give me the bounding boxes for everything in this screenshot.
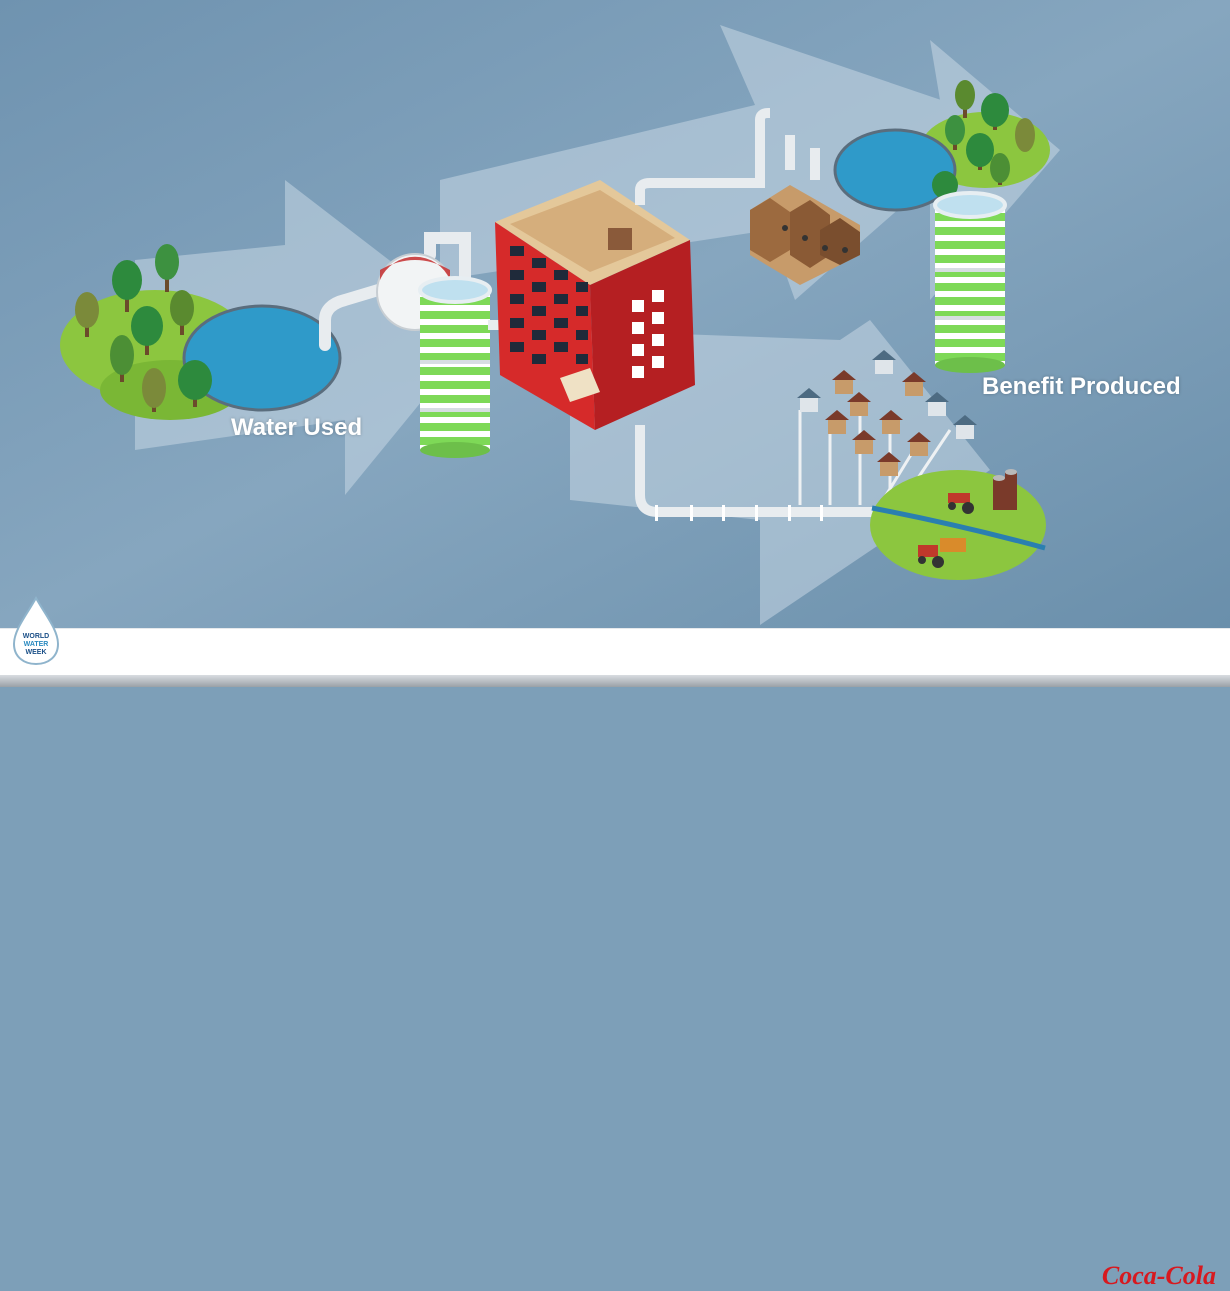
storage-tank-left [418, 276, 492, 458]
inlet-pipe [319, 232, 471, 351]
diagram-stage: Water Used Benefit Produced [0, 0, 1230, 628]
left-island [60, 244, 342, 420]
benefit-produced-label: Benefit Produced [982, 373, 1181, 400]
stream [871, 505, 1046, 551]
lake-right [833, 128, 957, 212]
world-water-week-logo: WORLD WATER WEEK [10, 595, 62, 666]
storage-tank-right [933, 191, 1007, 373]
lake [182, 304, 342, 412]
silo-icon [993, 469, 1017, 510]
village [797, 350, 977, 506]
tree-icon [75, 244, 212, 412]
farm-field [870, 469, 1046, 580]
tree-icon [932, 80, 1035, 199]
side-windows [632, 290, 664, 378]
right-island [833, 80, 1050, 212]
arrow-bottom [570, 320, 990, 625]
water-used-label: Water Used [231, 414, 363, 441]
small-factory [750, 185, 860, 285]
svg-text:WORLD: WORLD [23, 633, 49, 640]
water-drop-icon: WORLD WATER WEEK [12, 595, 60, 666]
diagram-svg [0, 0, 1230, 628]
svg-text:WATER: WATER [24, 641, 49, 648]
house-icon [797, 350, 977, 476]
tractor-icon [918, 493, 974, 568]
factory-building [495, 180, 695, 430]
building-windows [510, 246, 588, 364]
svg-text:WEEK: WEEK [26, 649, 47, 656]
footer-divider [0, 675, 1230, 687]
footer-bar: Coca-Cola [0, 628, 1230, 1290]
coca-cola-logo: Coca-Cola [1101, 1261, 1216, 1290]
